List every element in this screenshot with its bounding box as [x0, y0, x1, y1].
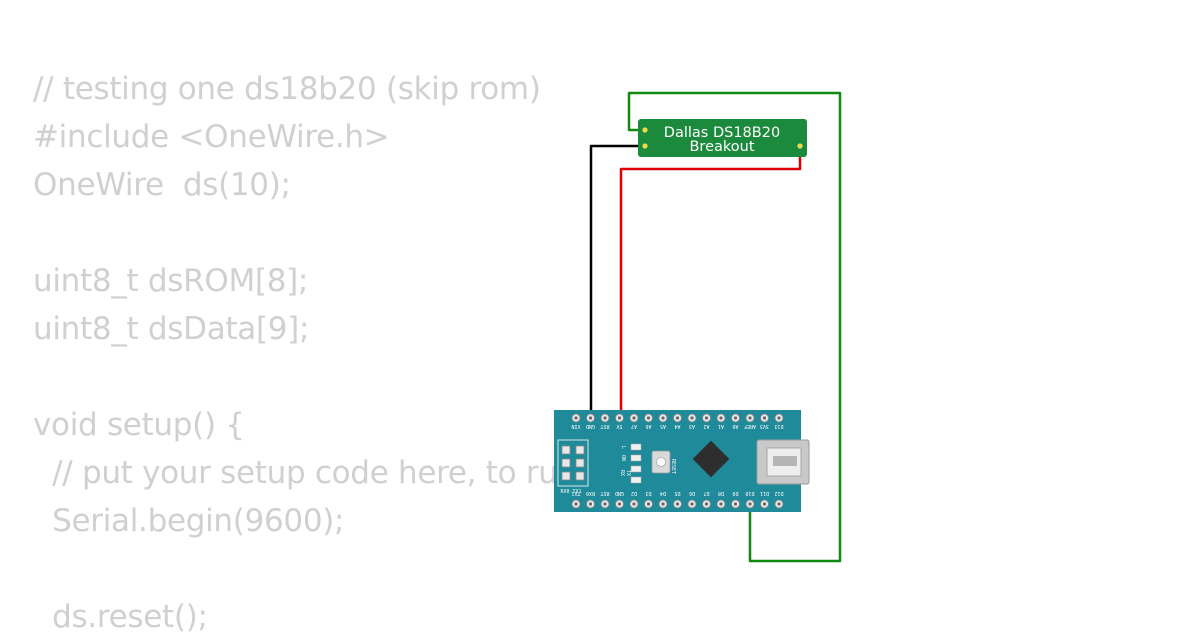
code-line: // testing one ds18b20 (skip rom) [33, 71, 541, 107]
bottom-pin-label: D9 [732, 490, 738, 496]
pin-hole [777, 416, 781, 420]
top-pin-label: 3V3 [760, 423, 769, 429]
bottom-pin-label: D2 [631, 490, 637, 496]
top-pin-label: D13 [774, 423, 783, 429]
top-pin-label: A6 [645, 423, 651, 429]
icsp-label: RX0 TX1 [560, 489, 581, 495]
pin-hole [748, 416, 752, 420]
code-line: #include <OneWire.h> [33, 119, 390, 155]
code-editor: // testing one ds18b20 (skip rom) #inclu… [33, 65, 671, 641]
pin-hole [574, 502, 578, 506]
code-line: Serial.begin(9600); [33, 503, 345, 539]
bottom-pin-label: D5 [674, 490, 680, 496]
pin-hole [733, 416, 738, 420]
pin-hole [632, 502, 636, 506]
top-pin-label: A4 [674, 423, 680, 429]
sensor-title: Dallas DS18B20 [664, 125, 780, 141]
bottom-pin-label: D7 [703, 490, 709, 496]
pin-hole [762, 502, 767, 506]
pin-hole [762, 416, 767, 420]
led-label: L [620, 446, 626, 449]
wire-ground[interactable] [589, 144, 645, 418]
pin-hole [617, 416, 622, 420]
top-pin-label: RST [600, 423, 609, 429]
top-pin-label: A0 [732, 423, 738, 429]
pin-hole [748, 502, 752, 506]
pin-hole [675, 416, 680, 420]
microcontroller-chip [692, 440, 730, 478]
top-pin-label: A7 [631, 423, 637, 429]
bottom-pin-label: TX1 [571, 490, 580, 496]
pin-hole [733, 502, 738, 506]
bottom-pin-label: D3 [645, 490, 651, 496]
code-line: uint8_t dsROM[8]; [33, 263, 309, 299]
bottom-pin-header: TX1 RX0 RST GND D2 D3 D4 D5 D6 D7 D8 D9 D10 D11 D12 [571, 490, 784, 509]
pin-hole [632, 416, 636, 420]
top-pin-label: 5V [616, 423, 622, 429]
bottom-pin-label: D6 [689, 490, 695, 496]
pin-hole [603, 502, 607, 506]
bottom-pin-label: GND [615, 490, 624, 496]
top-pin-label: A1 [718, 423, 724, 429]
wire-data[interactable] [627, 91, 842, 563]
pin-hole [690, 416, 694, 420]
pin-hole [704, 416, 709, 420]
bottom-pin-label: D10 [745, 490, 754, 496]
top-pin-label: GND [586, 423, 595, 429]
led-label: RX [619, 470, 625, 476]
pin-hole [675, 502, 680, 506]
pin-hole [588, 502, 593, 506]
wire-power[interactable] [619, 146, 802, 418]
top-pin-label: A2 [703, 423, 709, 429]
pin-hole [719, 416, 723, 420]
pin-hole [574, 416, 578, 420]
bottom-pin-label: D4 [660, 490, 666, 496]
pin-hole [588, 416, 593, 420]
top-pin-label: AREF [744, 423, 756, 429]
led-label: ON [620, 455, 626, 461]
pin-hole [661, 416, 665, 420]
bottom-pin-label: RX0 [586, 490, 595, 496]
icsp-header: RX0 TX1 [557, 439, 589, 495]
sensor-pin-ground[interactable] [642, 143, 648, 149]
reset-label: RESET [670, 459, 676, 474]
bottom-pin-label: D11 [760, 490, 769, 496]
code-line: void setup() { [33, 407, 245, 443]
pin-hole [719, 502, 723, 506]
bottom-pin-label: D12 [774, 490, 783, 496]
top-pin-label: A5 [660, 423, 666, 429]
led-label: TX [625, 470, 631, 476]
pin-hole [690, 502, 694, 506]
code-line: ds.reset(); [33, 599, 208, 635]
pin-hole [704, 502, 709, 506]
top-pin-header: VIN GND RST 5V A7 A6 A5 A4 A3 A2 A1 A0 AREF 3V3 D13 [571, 413, 784, 429]
pin-hole [617, 502, 622, 506]
sensor-pin-data[interactable] [642, 127, 648, 133]
code-line: uint8_t dsData[9]; [33, 311, 310, 347]
bottom-pin-label: D8 [718, 490, 724, 496]
sensor-pin-power[interactable] [797, 143, 803, 149]
arduino-nano[interactable]: RESET L ON TX RX RX0 TX1 VIN GND RST 5V A7 A6… [554, 410, 810, 512]
bottom-pin-label: RST [600, 490, 609, 496]
pin-hole [646, 416, 651, 420]
pin-hole [603, 416, 607, 420]
pin-hole [661, 502, 665, 506]
top-pin-label: A3 [689, 423, 695, 429]
code-line: OneWire ds(10); [33, 167, 291, 203]
pin-hole [777, 502, 781, 506]
status-leds: L ON TX RX [619, 443, 642, 484]
pin-hole [646, 502, 651, 506]
top-pin-label: VIN [571, 423, 580, 429]
sensor-subtitle: Breakout [689, 139, 754, 155]
ds18b20-breakout[interactable]: Dallas DS18B20 Breakout [638, 119, 807, 157]
